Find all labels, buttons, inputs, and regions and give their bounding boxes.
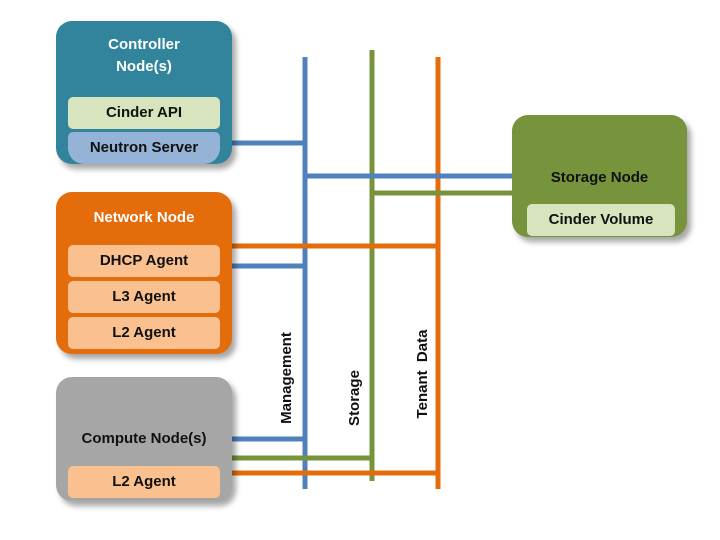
dhcp-agent-service: DHCP Agent <box>68 245 220 277</box>
storage-node[interactable]: Storage Node Cinder Volume <box>512 115 687 237</box>
compute-l2-agent-service: L2 Agent <box>68 466 220 498</box>
compute-node[interactable]: Compute Node(s) L2 Agent <box>56 377 232 501</box>
l3-agent-service: L3 Agent <box>68 281 220 313</box>
network-node-title: Network Node <box>93 209 195 226</box>
compute-node-title: Compute Node(s) <box>81 430 207 447</box>
controller-node-title-line2: Node(s) <box>116 58 172 75</box>
controller-node[interactable]: Controller Node(s) Cinder API Neutron Se… <box>56 21 232 164</box>
neutron-server-service: Neutron Server <box>68 132 220 164</box>
storage-label: Storage <box>346 370 363 426</box>
management-label: Management <box>278 332 295 424</box>
cinder-volume-service: Cinder Volume <box>527 204 675 236</box>
controller-node-title-line1: Controller <box>108 36 180 53</box>
controller-node-title: Controller Node(s) <box>56 34 232 78</box>
cinder-api-service: Cinder API <box>68 97 220 129</box>
network-node[interactable]: Network Node DHCP Agent L3 Agent L2 Agen… <box>56 192 232 354</box>
storage-node-title: Storage Node <box>550 169 649 186</box>
tenant-data-label: Tenant Data <box>414 329 431 419</box>
network-l2-agent-service: L2 Agent <box>68 317 220 349</box>
